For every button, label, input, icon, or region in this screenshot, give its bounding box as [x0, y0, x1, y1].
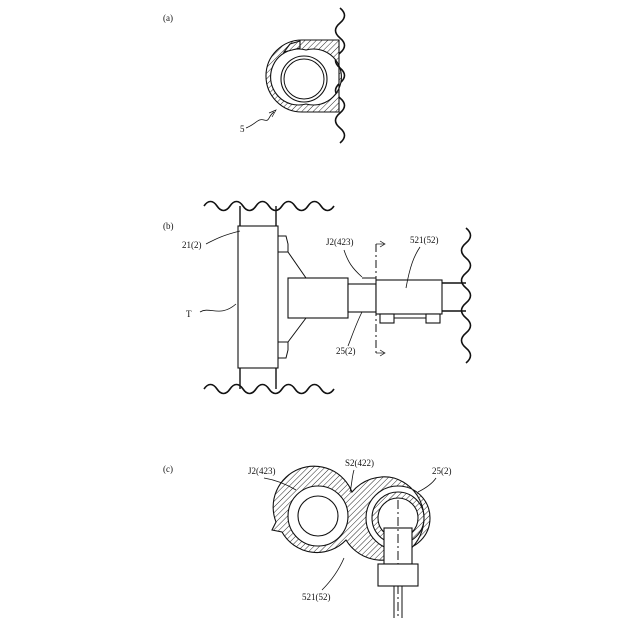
block-tab-top [278, 236, 288, 252]
callout-j2-c: J2(423) [248, 466, 276, 476]
leader-5 [246, 112, 274, 128]
figure-b: (b) [163, 202, 471, 394]
leader-j2-b [344, 250, 362, 277]
arm-25 [288, 278, 348, 318]
figure-a: (a) 5 [163, 8, 345, 143]
right-wall-break-line [462, 228, 471, 363]
bolt-nut [378, 564, 418, 586]
callout-j2-b: J2(423) [326, 237, 354, 247]
clamp-foot-left [380, 314, 394, 323]
bottom-wall-break-line [204, 385, 334, 394]
leader-521-c [322, 558, 344, 590]
figure-c: (c) J2(423) S2(422) 25(2) 521(52) [163, 458, 452, 618]
callout-25-c: 25(2) [432, 466, 452, 476]
callout-21: 21(2) [182, 240, 202, 250]
leader-21 [206, 231, 240, 244]
pipe-j2 [298, 496, 338, 536]
clamp-foot-right [426, 314, 440, 323]
callout-5: 5 [240, 124, 245, 134]
callout-25-b: 25(2) [336, 346, 356, 356]
panel-label-c: (c) [163, 464, 173, 474]
callout-t: T [186, 309, 192, 319]
leader-25-c [418, 478, 436, 492]
panel-label-b: (b) [163, 221, 174, 231]
callout-521-b: 521(52) [410, 235, 439, 245]
callout-s2: S2(422) [345, 458, 374, 468]
leader-25-b [348, 312, 362, 346]
leader-t [200, 304, 236, 312]
frame-block-21 [238, 226, 278, 368]
top-wall-break-line [204, 202, 334, 211]
leader-s2 [350, 470, 354, 492]
clamp-block-521 [376, 280, 442, 314]
pipe-a [281, 56, 327, 102]
block-tab-bottom [278, 342, 288, 358]
callout-521-c: 521(52) [302, 592, 331, 602]
arm-neck [348, 284, 376, 312]
panel-label-a: (a) [163, 13, 173, 23]
